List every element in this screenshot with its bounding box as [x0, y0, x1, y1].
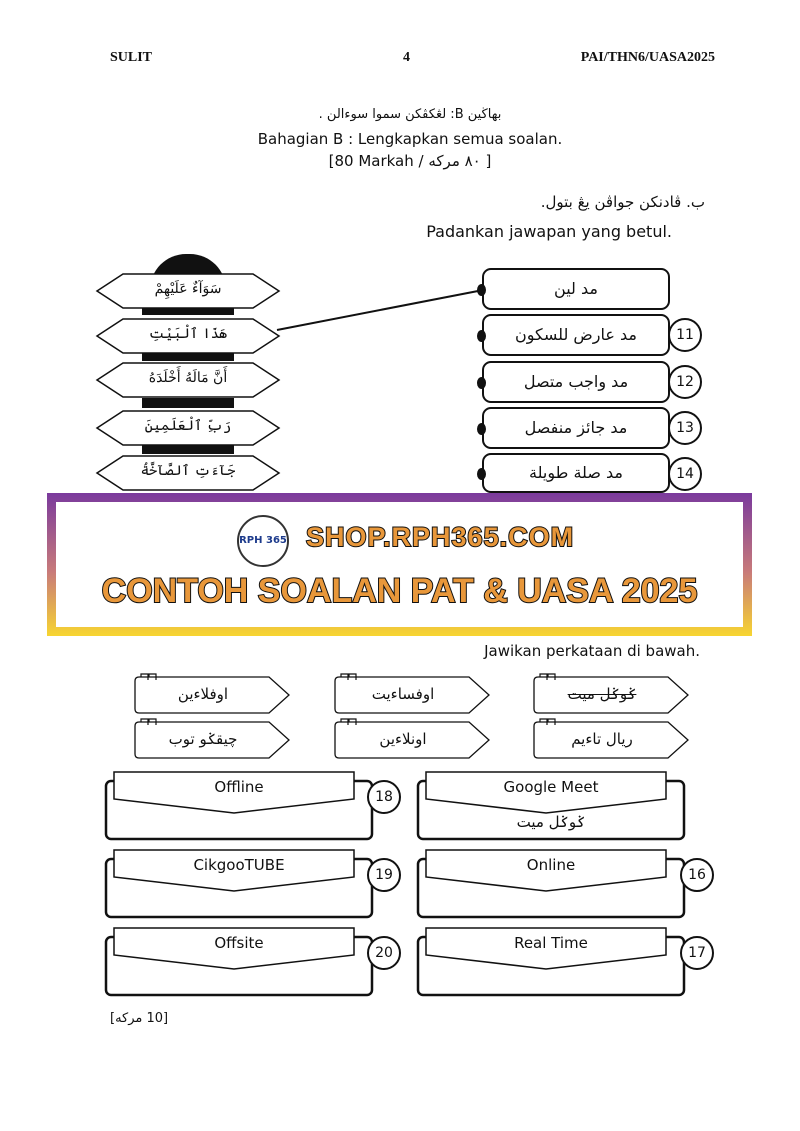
- question-number: 18: [367, 780, 401, 814]
- match-dot: [477, 468, 486, 480]
- match-target-box[interactable]: مد واجب متصل: [477, 361, 670, 403]
- match-target-box[interactable]: مد جائز منفصل: [477, 407, 670, 449]
- answer-envelope[interactable]: Offline: [104, 771, 376, 841]
- section-marks: [80 Markah / ٨٠ مركه ]: [328, 152, 492, 170]
- word-tag-text: اوفساءيت: [371, 685, 435, 703]
- banner-title: CONTOH SOALAN PAT & UASA 2025: [101, 571, 699, 611]
- question-number: 20: [367, 936, 401, 970]
- connector-bar: [142, 398, 234, 408]
- word-tag-text: اوفلاءين: [177, 685, 229, 703]
- question-number: 12: [668, 365, 702, 399]
- answer-line: [276, 290, 479, 331]
- watermark-banner: RPH 365 SHOP.RPH365.COM CONTOH SOALAN PA…: [47, 493, 752, 636]
- question-number: 19: [367, 858, 401, 892]
- page-number: 4: [403, 50, 410, 65]
- section-marks-10: [10 مركه]: [110, 1011, 169, 1026]
- question-number: 17: [680, 936, 714, 970]
- header-sulit: SULIT: [110, 50, 153, 65]
- hex-item: هَذَا ٱلْبَيْتِ: [95, 318, 281, 354]
- hex-item-text: أَنَّ مَالَهُ أَخْلَدَهُ: [148, 370, 228, 386]
- section-jawi-title: بهاڬين B: لڠكڤكن سموا سوءالن .: [318, 107, 502, 122]
- hex-item: رَبِّ ٱلْعَلَمِينَ: [95, 410, 281, 446]
- match-target-box[interactable]: مد صلة طويلة: [477, 453, 670, 493]
- banner-site: SHOP.RPH365.COM: [305, 521, 575, 553]
- paper-code: PAI/THN6/UASA2025: [580, 50, 715, 65]
- match-instruction: Padankan jawapan yang betul.: [426, 222, 672, 241]
- hex-item-text: جَآءَتِ ٱلصَّآخَّةُ: [140, 463, 236, 479]
- jawi-instruction: Jawikan perkataan di bawah.: [484, 642, 700, 660]
- answer-envelope[interactable]: Offsite: [104, 927, 376, 997]
- connector-bar: [142, 305, 234, 315]
- match-target-text: مد لين: [554, 279, 598, 298]
- envelope-label: Real Time: [514, 934, 588, 952]
- question-number: 16: [680, 858, 714, 892]
- word-tag: اونلاءين: [333, 718, 491, 759]
- connector-bar: [142, 444, 234, 454]
- answer-envelope[interactable]: CikgooTUBE: [104, 849, 376, 919]
- match-target-box[interactable]: مد لين: [477, 268, 670, 310]
- envelope-answer[interactable]: ݢوݢل ميت: [516, 813, 586, 831]
- word-tag: اوفساءيت: [333, 673, 491, 714]
- hex-item-text: رَبِّ ٱلْعَلَمِينَ: [144, 418, 232, 434]
- match-dot: [477, 284, 486, 296]
- word-tag-text: ريال تاءيم: [571, 730, 633, 748]
- envelope-label: Online: [526, 856, 576, 874]
- hex-item: جَآءَتِ ٱلصَّآخَّةُ: [95, 455, 281, 491]
- match-target-text: مد عارض للسكون: [515, 325, 637, 344]
- match-target-box[interactable]: مد عارض للسكون: [477, 314, 670, 356]
- hex-item: أَنَّ مَالَهُ أَخْلَدَهُ: [95, 362, 281, 398]
- word-tag-text: چيقݢو توب: [168, 730, 238, 748]
- section-title: Bahagian B : Lengkapkan semua soalan.: [257, 130, 563, 148]
- match-target-text: مد صلة طويلة: [529, 463, 623, 482]
- match-dot: [477, 330, 486, 342]
- question-number: 11: [668, 318, 702, 352]
- answer-envelope[interactable]: Online: [416, 849, 688, 919]
- word-tag-text: ݢوݢل ميت: [567, 685, 637, 703]
- match-target-text: مد جائز منفصل: [524, 418, 628, 437]
- envelope-label: Offsite: [214, 934, 264, 952]
- match-dot: [477, 423, 486, 435]
- word-tag-text: اونلاءين: [379, 730, 427, 748]
- question-number: 13: [668, 411, 702, 445]
- word-tag: اوفلاءين: [133, 673, 291, 714]
- match-jawi-instruction: ب. ڤادنكن جواڤن يڠ بتول.: [540, 193, 705, 211]
- envelope-label: Google Meet: [503, 778, 599, 796]
- question-number: 14: [668, 457, 702, 491]
- envelope-label: Offline: [214, 778, 264, 796]
- match-dot: [477, 377, 486, 389]
- answer-envelope[interactable]: Real Time: [416, 927, 688, 997]
- hex-item-text: هَذَا ٱلْبَيْتِ: [148, 326, 228, 342]
- envelope-label: CikgooTUBE: [193, 856, 285, 874]
- hex-item-text: سَوَآءٌ عَلَيْهِمْ: [154, 281, 222, 297]
- rph-logo: RPH 365: [237, 515, 289, 567]
- word-tag: ݢوݢل ميت: [532, 673, 690, 714]
- answer-envelope[interactable]: Google Meet ݢوݢل ميت: [416, 771, 688, 841]
- match-target-text: مد واجب متصل: [523, 372, 629, 391]
- connector-bar: [142, 351, 234, 361]
- hex-item: سَوَآءٌ عَلَيْهِمْ: [95, 273, 281, 309]
- word-tag: چيقݢو توب: [133, 718, 291, 759]
- word-tag: ريال تاءيم: [532, 718, 690, 759]
